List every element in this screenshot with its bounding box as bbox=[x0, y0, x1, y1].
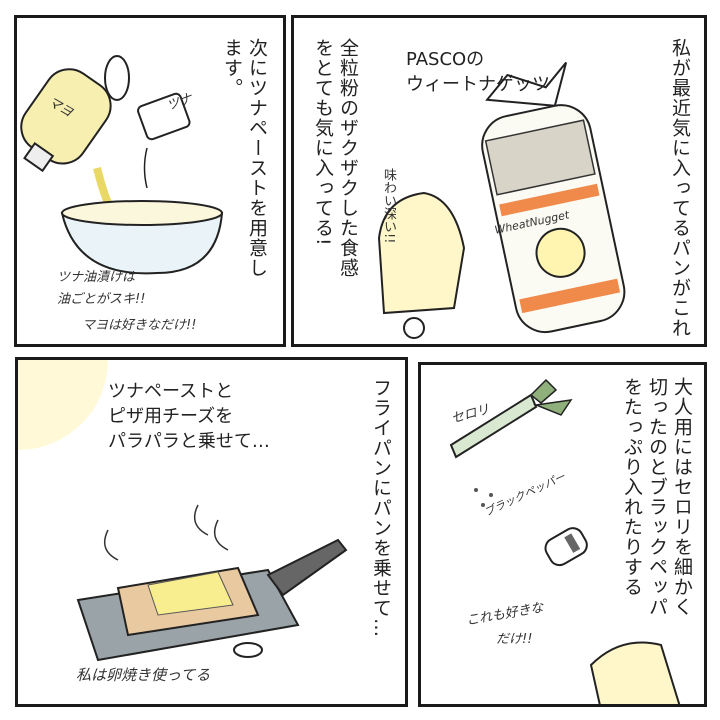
narration-line-2: ピザ用チーズを bbox=[108, 406, 234, 427]
narration-line-3: パラパラと乗せて… bbox=[108, 431, 270, 452]
exclaim-text: 味わい深い!! bbox=[381, 168, 396, 244]
pan-note: 私は卵焼き使ってる bbox=[76, 666, 211, 684]
narration-line-1: ツナペーストと bbox=[108, 381, 234, 402]
celery-pepper-illustration bbox=[449, 378, 681, 704]
bread-bag-illustration bbox=[377, 61, 626, 339]
panel-frying-pan: ツナペーストと ピザ用チーズを パラパラと乗せて… フライパンにパンを乗せて… … bbox=[15, 357, 408, 707]
narration-adult-version: 大人用にはセロリを細かく切ったのとブラックペッパをたっぷり入れたりする bbox=[621, 377, 693, 617]
tuna-mayo-illustration bbox=[20, 55, 224, 275]
panel-bread-product: PASCOの ウィートナゲッツ WheatNugget 私が最近気に入ってるパン… bbox=[291, 15, 707, 347]
narration-pan: フライパンにパンを乗せて… bbox=[370, 378, 392, 638]
panel-celery-pepper: セロリ ブラックペッパー これも好きな だけ!! 大人用にはセロリを細かく切った… bbox=[418, 362, 707, 707]
product-name-line-2: ウィートナゲッツ bbox=[406, 74, 550, 95]
note-line-3: マヨは好きなだけ!! bbox=[82, 318, 197, 333]
narration-favorite-bread: 私が最近気に入ってるパンがこれ bbox=[669, 38, 691, 338]
frying-pan-illustration bbox=[18, 360, 348, 662]
note-line-2: 油ごとがスキ!! bbox=[57, 292, 146, 307]
panel-tuna-paste: マヨ ツナ 次にツナペーストを用意します。 ツナ油漬けは 油ごとがスキ!! マヨ… bbox=[14, 15, 286, 347]
note-line-1: ツナ油漬けは bbox=[57, 270, 136, 285]
narration-tuna: 次にツナペーストを用意します。 bbox=[221, 38, 268, 278]
product-name-line-1: PASCOの bbox=[406, 49, 485, 70]
note-line-2: だけ!! bbox=[496, 632, 533, 647]
review-text: 全粒粉のザクザクした食感をとても気に入ってる! bbox=[312, 38, 359, 278]
